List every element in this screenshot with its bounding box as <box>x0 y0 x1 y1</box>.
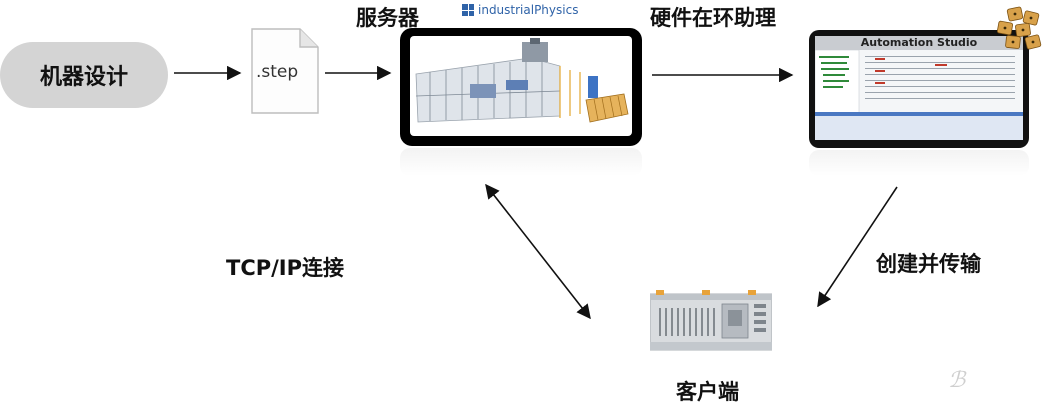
step-file-icon: .step <box>250 28 320 114</box>
brand-name: industrialPhysics <box>478 3 579 17</box>
step-file-label: .step <box>256 62 299 82</box>
automation-studio-screen: Automation Studio <box>815 36 1023 140</box>
server-label: 服务器 <box>356 6 419 30</box>
machine-design-label: 机器设计 <box>39 65 128 90</box>
br-badge-icon <box>996 6 1042 50</box>
machine-simulation-image <box>410 36 632 136</box>
arrow-as-to-client <box>817 186 898 308</box>
client-label: 客户端 <box>676 380 739 404</box>
automation-studio-monitor: Automation Studio <box>809 30 1029 148</box>
tcp-ip-connection-label: TCP/IP连接 <box>226 256 345 280</box>
brand-squares-icon <box>462 4 474 16</box>
server-reflection <box>400 148 642 176</box>
hil-assistant-label: 硬件在环助理 <box>650 6 776 30</box>
automation-studio-reflection <box>809 150 1029 176</box>
automation-studio-title: Automation Studio <box>815 36 1023 50</box>
arrow-tcp-bidirectional <box>485 183 591 320</box>
watermark: ℬ <box>948 368 966 393</box>
machine-design-node: 机器设计 <box>0 42 168 108</box>
industrialphysics-logo: industrialPhysics <box>462 3 578 17</box>
create-and-transfer-label: 创建并传输 <box>876 252 981 276</box>
plc-client-hardware <box>649 288 773 354</box>
server-monitor <box>400 28 642 146</box>
